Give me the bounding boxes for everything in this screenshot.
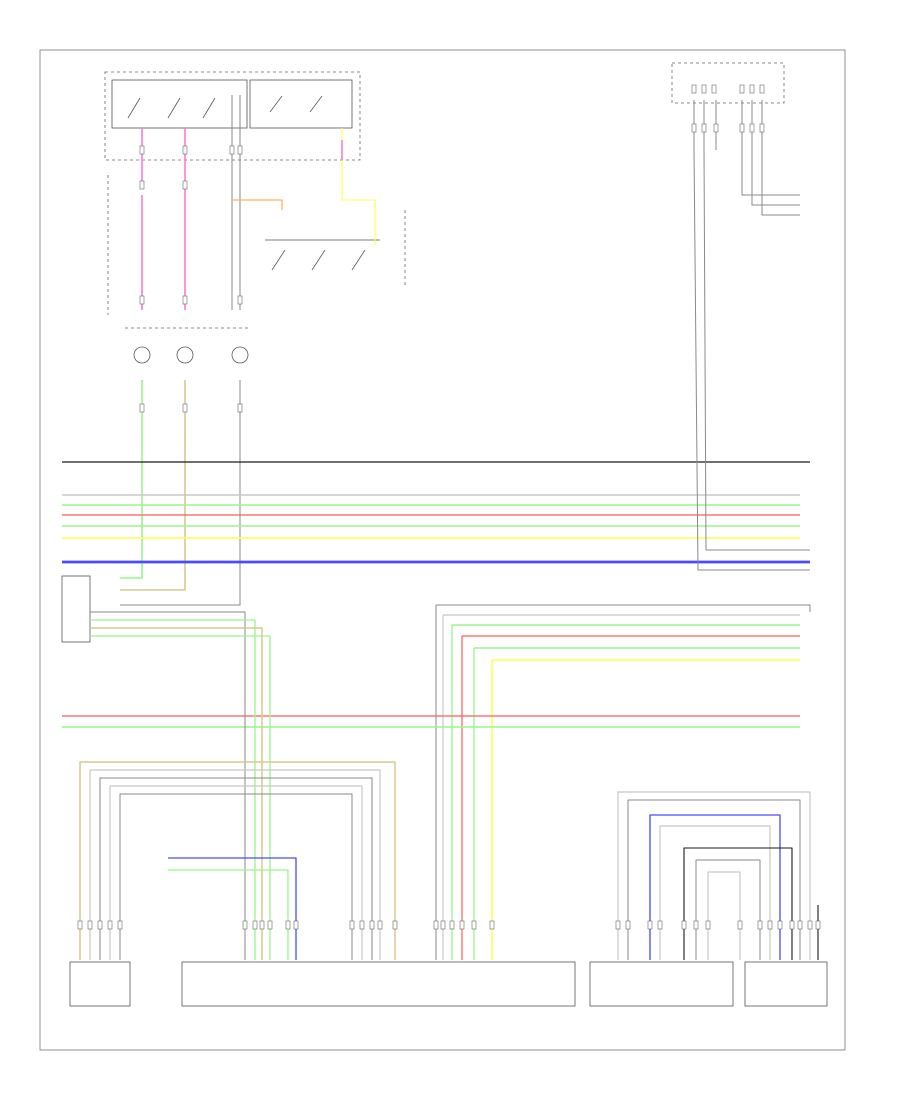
connector-pin [182, 180, 188, 190]
connector-pin [757, 920, 763, 930]
connector-pin [797, 920, 803, 930]
connector-pin [182, 295, 188, 305]
connector-pin [701, 123, 707, 133]
wire-white-55 [707, 871, 741, 960]
connector-pin [182, 145, 188, 155]
relay-cluster [265, 239, 380, 271]
wire-tan-40 [90, 627, 263, 960]
connector-pin [615, 920, 621, 930]
wire-blue-51 [649, 814, 781, 960]
connector-pin [139, 295, 145, 305]
bulb-row [125, 327, 250, 364]
connector-pin [285, 920, 291, 930]
wire-blue-47 [168, 857, 297, 960]
connector-pin [293, 920, 299, 930]
connector-pin [625, 920, 631, 930]
connector-pin [767, 920, 773, 930]
connector-pin [229, 145, 235, 155]
wire-gray-10 [120, 380, 241, 606]
connector-pin [237, 295, 243, 305]
connector-pin [807, 920, 813, 930]
wire-lightgreen-8 [120, 380, 143, 579]
connector-pin [117, 920, 123, 930]
wire-gray-50 [627, 799, 801, 960]
connector-pin [377, 920, 383, 930]
connector-pin [97, 920, 103, 930]
diagram-border [39, 49, 846, 1051]
wire-lightgreen-41 [90, 635, 271, 960]
connector-top-right [671, 62, 785, 104]
wire-gray-46 [119, 793, 353, 960]
connector-pin [777, 920, 783, 930]
connector-pin [471, 920, 477, 930]
connector-pin [449, 920, 455, 930]
connector-pin [237, 403, 243, 413]
connector-pin [739, 123, 745, 133]
connector-pin [349, 920, 355, 930]
connector-pin [369, 920, 375, 930]
wire-gray-38 [90, 611, 246, 960]
wire-tan-42 [79, 761, 396, 960]
connector-pin [139, 403, 145, 413]
wire-gray-19 [703, 100, 810, 551]
wire-gray-22 [751, 100, 800, 206]
connector-pin [759, 123, 765, 133]
wire-gray-44 [99, 777, 373, 960]
connector-pin [252, 920, 258, 930]
wire-black-53 [683, 847, 793, 960]
connector-pin [107, 920, 113, 930]
connector-pin [681, 920, 687, 930]
junction-block-left [61, 575, 91, 643]
connector-pin [139, 145, 145, 155]
wire-yellow-6 [341, 128, 376, 245]
wire-layer [62, 95, 819, 960]
wire-gray-23 [761, 100, 800, 216]
connector-pin [691, 123, 697, 133]
connector-pin [87, 920, 93, 930]
connector-pin [440, 920, 446, 930]
connector-pin [237, 145, 243, 155]
connector-pin [359, 920, 365, 930]
connector-pin [789, 920, 795, 930]
connector-pin [657, 920, 663, 930]
connector-pin [182, 403, 188, 413]
connector-pin [242, 920, 248, 930]
pin-layer [77, 123, 821, 930]
wire-lightgreen-39 [90, 619, 256, 960]
wire-white-49 [617, 791, 811, 960]
connector-pin [267, 920, 273, 930]
wire-orange-5 [232, 199, 283, 210]
connector-pin [139, 180, 145, 190]
connector-pin [489, 920, 495, 930]
connector-pin [77, 920, 83, 930]
connector-pin [749, 123, 755, 133]
connector-pin [459, 920, 465, 930]
wire-tan-9 [120, 380, 186, 591]
wire-white-45 [109, 785, 363, 960]
connector-pin [647, 920, 653, 930]
connector-pin [433, 920, 439, 930]
connector-pin [713, 123, 719, 133]
wire-lightgreen-48 [168, 869, 289, 960]
wire-gray-54 [695, 859, 761, 960]
wire-gray-21 [741, 100, 800, 196]
connector-pin [815, 920, 821, 930]
wire-white-43 [89, 769, 381, 960]
wire-gray-24 [436, 604, 811, 612]
connector-pin [259, 920, 265, 930]
connector-pin [737, 920, 743, 930]
connector-pin [705, 920, 711, 930]
connector-pin [392, 920, 398, 930]
wire-white-52 [659, 825, 771, 960]
bottom-components [69, 961, 828, 1007]
connector-pin [693, 920, 699, 930]
